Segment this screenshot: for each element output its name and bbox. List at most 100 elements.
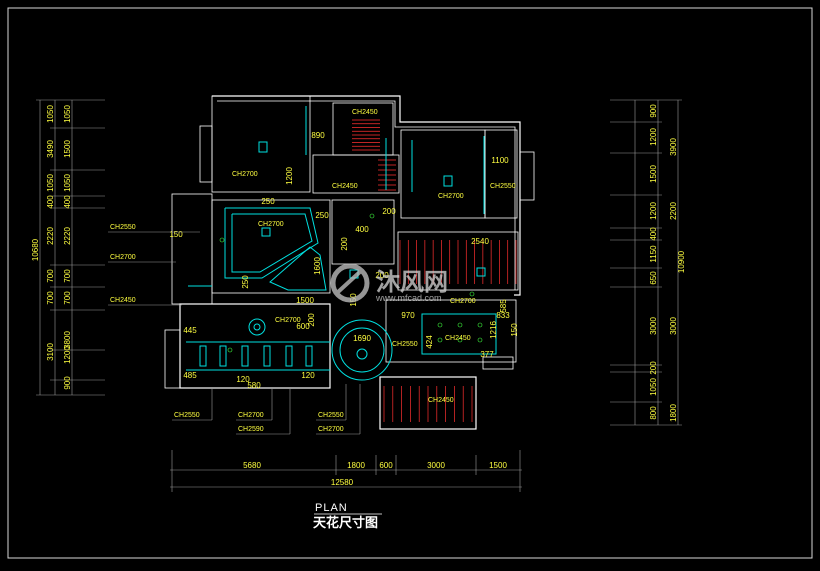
- room-label: CH2700: [258, 221, 284, 228]
- dim-text: 585: [499, 299, 508, 313]
- room-label: CH2550: [392, 341, 418, 348]
- dim-text: 600: [296, 322, 310, 331]
- callout-label: CH2700: [110, 254, 136, 261]
- dim-text: 580: [247, 381, 261, 390]
- dim-text: 1600: [313, 257, 322, 275]
- callout-label: CH2550: [110, 224, 136, 231]
- dim-text: 445: [183, 326, 197, 335]
- dim-text: 1050: [63, 105, 72, 123]
- callout-label: CH2700: [238, 412, 264, 419]
- dim-text: 900: [649, 104, 658, 118]
- room-label: CH2700: [450, 298, 476, 305]
- room-label: CH2450: [352, 109, 378, 116]
- dim-text: 700: [46, 269, 55, 283]
- dim-text: 3800: [63, 331, 72, 349]
- drawing-frame: [7, 7, 813, 559]
- room-label: CH2450: [445, 335, 471, 342]
- dim-text: 1500: [489, 461, 507, 470]
- dim-text: 1050: [46, 105, 55, 123]
- dim-text: 800: [649, 406, 658, 420]
- dim-text: 1500: [649, 165, 658, 183]
- dim-text: 1200: [63, 346, 72, 364]
- right-outer-dims: 3900 2200 3000 1800: [669, 138, 678, 422]
- room-label: CH2450: [332, 183, 358, 190]
- dim-text: 1200: [285, 167, 294, 185]
- dim-text: 1690: [353, 334, 371, 343]
- dim-text: 1216: [489, 321, 498, 339]
- room-label: CH2700: [275, 317, 301, 324]
- dim-text: 700: [63, 269, 72, 283]
- dim-text: 1050: [649, 378, 658, 396]
- bottom-dimension-chains: 12580: [170, 450, 522, 492]
- dim-text: 1500: [63, 140, 72, 158]
- dim-text: 250: [315, 211, 329, 220]
- room-label: CH2700: [438, 193, 464, 200]
- ceiling-features: [186, 106, 497, 381]
- watermark-brand: 沐风网: [376, 269, 448, 296]
- watermark-url: www.mfcad.com: [375, 293, 442, 303]
- dim-text: 150: [510, 323, 519, 337]
- hatch-details: [352, 119, 517, 422]
- room-label: CH2450: [428, 397, 454, 404]
- left-callouts: CH2550 CH2700 CH2450: [108, 224, 200, 306]
- dim-text: 1800: [347, 461, 365, 470]
- dim-text: 120: [301, 371, 315, 380]
- title-block: PLAN 天花尺寸图: [313, 502, 382, 530]
- callout-label: CH2590: [238, 426, 264, 433]
- left-total-dim: 10680: [31, 238, 40, 261]
- dim-text: 120: [236, 375, 250, 384]
- dim-text: 1100: [491, 156, 509, 165]
- dim-text: 970: [401, 311, 415, 320]
- plan-label: PLAN: [315, 502, 348, 514]
- dim-text: 3900: [669, 138, 678, 156]
- room-label: CH2700: [232, 171, 258, 178]
- callout-label: CH2700: [318, 426, 344, 433]
- right-inner-dims: 900 1200 1500 1200 400 1150 650 3000 200 1050 800: [649, 104, 658, 420]
- callout-label: CH2550: [174, 412, 200, 419]
- dim-text: 250: [241, 275, 250, 289]
- left-dimension-chains: 10680: [31, 99, 105, 396]
- dim-text: 200: [649, 361, 658, 375]
- dim-text: 1200: [649, 128, 658, 146]
- dim-text: 2540: [471, 237, 489, 246]
- dim-text: 200: [382, 207, 396, 216]
- dim-text: 400: [649, 227, 658, 241]
- callout-label: CH2450: [110, 297, 136, 304]
- dim-text: 650: [649, 271, 658, 285]
- dim-text: 2220: [63, 227, 72, 245]
- dim-text: 900: [63, 376, 72, 390]
- dim-text: 700: [63, 291, 72, 305]
- dim-text: 3490: [46, 140, 55, 158]
- callout-label: CH2550: [318, 412, 344, 419]
- dim-text: 1500: [296, 296, 314, 305]
- floor-plan-walls: [164, 95, 535, 430]
- watermark: 沐风网 www.mfcad.com: [330, 263, 448, 303]
- right-total-dim: 10900: [677, 250, 686, 273]
- right-dimension-chains: 10900: [610, 99, 686, 426]
- dim-text: 377: [480, 350, 494, 359]
- light-fixtures: [219, 213, 483, 353]
- room-labels: CH2700 CH2450 CH2700 CH2550 CH2700 CH245…: [232, 109, 516, 404]
- watermark-logo-icon: [330, 263, 370, 303]
- dim-text: 200: [307, 313, 316, 327]
- dim-text: 2200: [669, 202, 678, 220]
- dim-text: 890: [311, 131, 325, 140]
- dim-text: 1800: [669, 404, 678, 422]
- dim-text: 1200: [649, 202, 658, 220]
- dim-text: 485: [183, 371, 197, 380]
- dim-text: 1150: [649, 245, 658, 263]
- dim-text: 3000: [649, 317, 658, 335]
- dim-text: 424: [425, 335, 434, 349]
- dim-text: 3000: [669, 317, 678, 335]
- dim-text: 700: [46, 291, 55, 305]
- dim-text: 200: [375, 271, 389, 280]
- bottom-callouts: CH2550 CH2700 CH2590 CH2550 CH2700: [172, 384, 361, 435]
- dim-text: 150: [169, 230, 183, 239]
- room-label: CH2550: [490, 183, 516, 190]
